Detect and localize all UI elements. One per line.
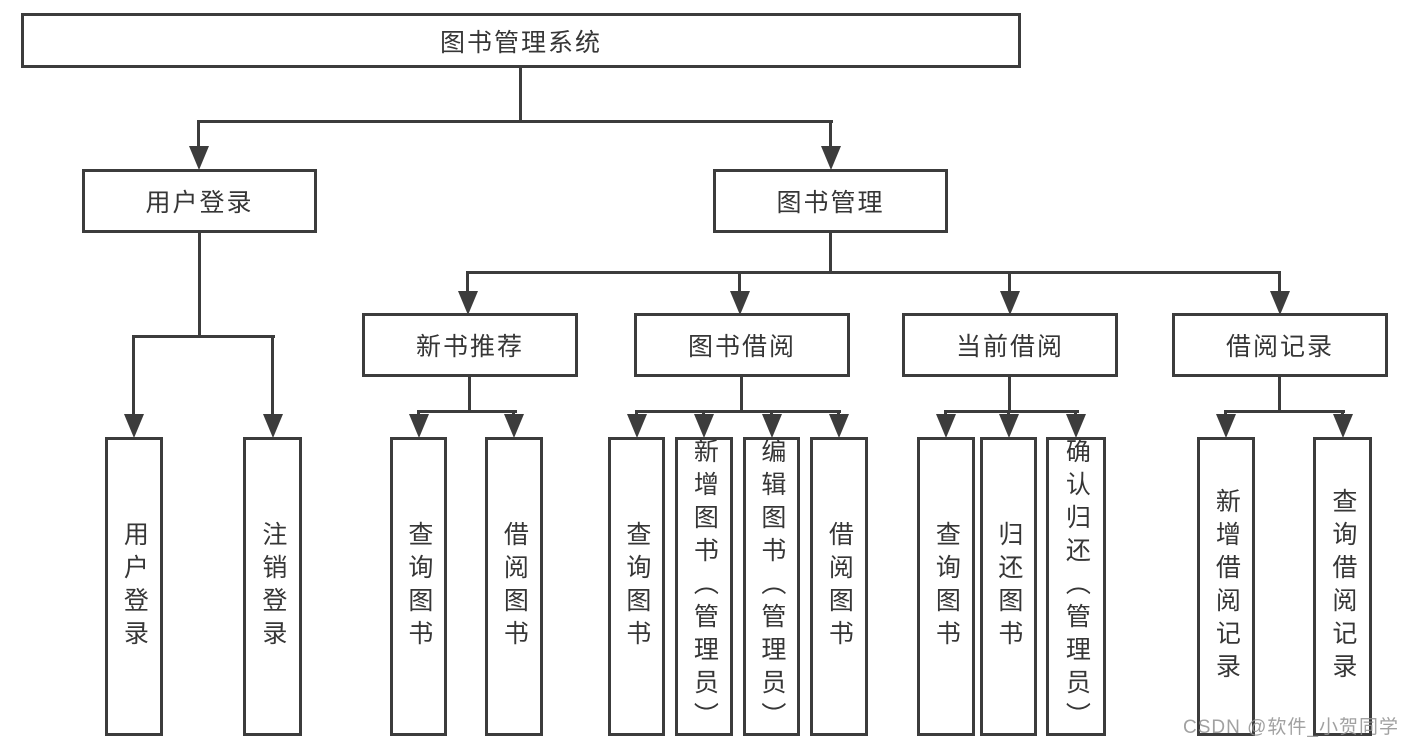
node-current-borrowing-label: 当前借阅 [955, 333, 1064, 361]
arrowhead-down-icon [694, 414, 714, 438]
connector-line [635, 410, 841, 413]
node-borrowing-records: 借阅记录 [1172, 313, 1388, 377]
leaf-records-add-record-label: 新增借阅记录 [1212, 487, 1241, 686]
connector-line [417, 410, 517, 413]
leaf-borrow-query-books: 查询图书 [608, 437, 665, 736]
arrowhead-down-icon [627, 414, 647, 438]
arrowhead-down-icon [1333, 414, 1353, 438]
leaf-current-query-books: 查询图书 [917, 437, 975, 736]
arrowhead-down-icon [1270, 291, 1290, 315]
arrowhead-down-icon [458, 291, 478, 315]
leaf-logout: 注销登录 [243, 437, 302, 736]
arrowhead-down-icon [936, 414, 956, 438]
connector-line [132, 335, 135, 416]
connector-line [829, 120, 832, 150]
connector-line [519, 66, 522, 122]
connector-line [197, 120, 833, 123]
node-current-borrowing: 当前借阅 [902, 313, 1118, 377]
node-book-management-label: 图书管理 [776, 189, 885, 217]
leaf-borrow-borrow-books-label: 借阅图书 [825, 520, 854, 653]
leaf-current-return-books-label: 归还图书 [994, 520, 1023, 653]
connector-line [1008, 271, 1011, 293]
node-book-borrowing: 图书借阅 [634, 313, 850, 377]
leaf-current-return-books: 归还图书 [980, 437, 1037, 736]
arrowhead-down-icon [821, 146, 841, 170]
arrowhead-down-icon [263, 414, 283, 438]
connector-line [1278, 377, 1281, 410]
node-book-management: 图书管理 [713, 169, 948, 233]
node-new-book-recommendation-label: 新书推荐 [415, 333, 524, 361]
connector-line [740, 377, 743, 410]
leaf-newbook-query-books: 查询图书 [390, 437, 447, 736]
leaf-borrow-query-books-label: 查询图书 [622, 520, 651, 653]
arrowhead-down-icon [504, 414, 524, 438]
arrowhead-down-icon [1216, 414, 1236, 438]
leaf-newbook-borrow-books: 借阅图书 [485, 437, 543, 736]
leaf-records-query-record: 查询借阅记录 [1313, 437, 1372, 736]
arrowhead-down-icon [762, 414, 782, 438]
leaf-user-login-label: 用户登录 [120, 520, 149, 653]
leaf-records-query-record-label: 查询借阅记录 [1328, 487, 1357, 686]
arrowhead-down-icon [999, 414, 1019, 438]
leaf-current-query-books-label: 查询图书 [932, 520, 961, 653]
leaf-user-login: 用户登录 [105, 437, 163, 736]
leaf-borrow-borrow-books: 借阅图书 [810, 437, 868, 736]
arrowhead-down-icon [829, 414, 849, 438]
node-new-book-recommendation: 新书推荐 [362, 313, 578, 377]
connector-line [271, 335, 274, 416]
connector-line [198, 233, 201, 335]
arrowhead-down-icon [730, 291, 750, 315]
csdn-watermark: CSDN @软件_小贺同学 [1183, 717, 1399, 738]
leaf-borrow-add-books-admin-label: 新增图书（管理员） [690, 438, 719, 735]
node-borrowing-records-label: 借阅记录 [1225, 333, 1334, 361]
connector-line [1224, 410, 1345, 413]
connector-line [197, 120, 200, 150]
node-user-login: 用户登录 [82, 169, 317, 233]
connector-line [468, 377, 471, 410]
connector-line [132, 335, 275, 338]
arrowhead-down-icon [1066, 414, 1086, 438]
connector-line [944, 410, 1079, 413]
arrowhead-down-icon [409, 414, 429, 438]
node-user-login-label: 用户登录 [145, 189, 254, 217]
connector-line [738, 271, 741, 293]
node-book-borrowing-label: 图书借阅 [687, 333, 796, 361]
arrowhead-down-icon [189, 146, 209, 170]
connector-line [1008, 377, 1011, 410]
node-root: 图书管理系统 [21, 13, 1021, 68]
connector-line [829, 233, 832, 271]
arrowhead-down-icon [1000, 291, 1020, 315]
connector-line [1278, 271, 1281, 293]
leaf-newbook-query-books-label: 查询图书 [404, 520, 433, 653]
node-root-label: 图书管理系统 [439, 28, 602, 57]
leaf-newbook-borrow-books-label: 借阅图书 [500, 520, 529, 653]
leaf-current-confirm-return-admin-label: 确认归还（管理员） [1062, 438, 1091, 735]
arrowhead-down-icon [124, 414, 144, 438]
leaf-current-confirm-return-admin: 确认归还（管理员） [1046, 437, 1106, 736]
leaf-records-add-record: 新增借阅记录 [1197, 437, 1255, 736]
connector-line [466, 271, 1281, 274]
leaf-borrow-add-books-admin: 新增图书（管理员） [675, 437, 733, 736]
connector-line [466, 271, 469, 293]
leaf-borrow-edit-books-admin: 编辑图书（管理员） [743, 437, 800, 736]
leaf-borrow-edit-books-admin-label: 编辑图书（管理员） [757, 438, 786, 735]
leaf-logout-label: 注销登录 [258, 520, 287, 653]
